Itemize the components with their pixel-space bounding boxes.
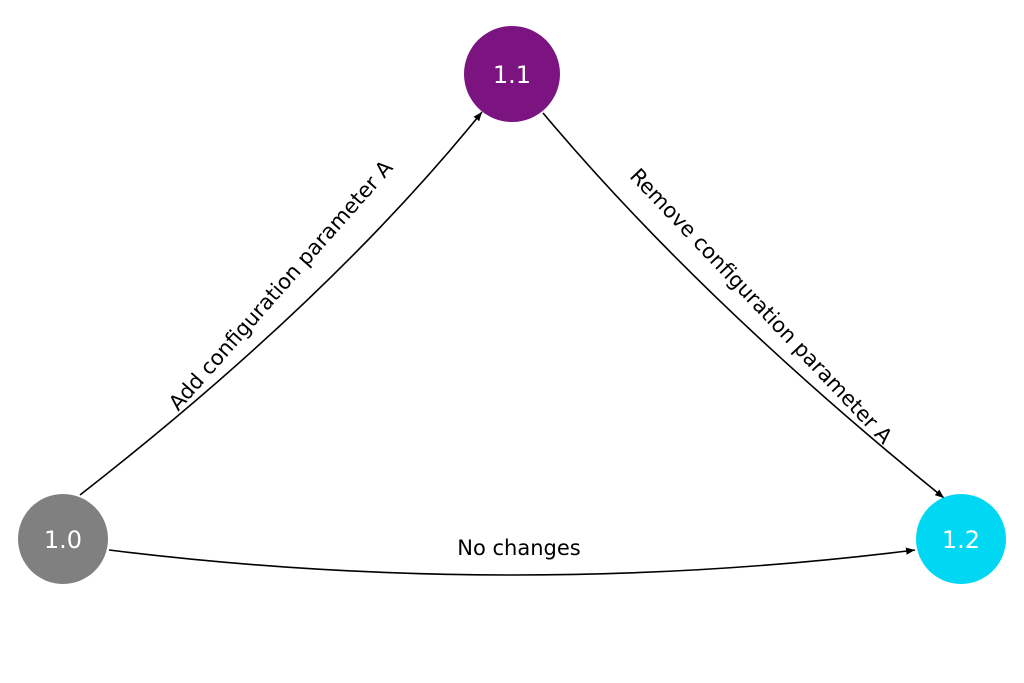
node-circle-1-1 xyxy=(464,26,560,122)
edge-label-add-parameter: Add configuration parameter A xyxy=(164,155,398,415)
edge-line-add-parameter xyxy=(79,111,483,496)
node-circle-1-0 xyxy=(18,494,108,584)
node-label-1-1: 1.1 xyxy=(493,61,531,89)
edge-line-remove-parameter xyxy=(542,112,945,499)
edge-1-1-to-1-2: Remove configuration parameter A xyxy=(542,112,945,499)
edge-1-0-to-1-1: Add configuration parameter A xyxy=(79,111,483,496)
edge-label-remove-parameter: Remove configuration parameter A xyxy=(625,164,897,449)
node-1-2: 1.2 xyxy=(916,494,1006,584)
node-1-1: 1.1 xyxy=(464,26,560,122)
node-circle-1-2 xyxy=(916,494,1006,584)
edge-1-0-to-1-2: No changes xyxy=(108,536,916,576)
node-label-1-0: 1.0 xyxy=(44,526,82,554)
edge-label-no-changes: No changes xyxy=(457,536,580,560)
node-label-1-2: 1.2 xyxy=(942,526,980,554)
edge-line-no-changes xyxy=(108,547,916,576)
node-1-0: 1.0 xyxy=(18,494,108,584)
